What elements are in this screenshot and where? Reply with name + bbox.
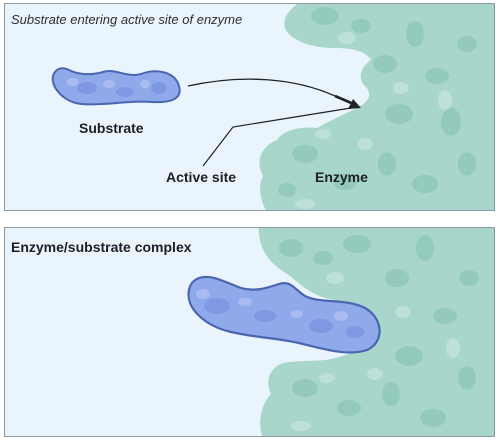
bottom-panel-illustration	[187, 228, 494, 436]
enzyme-shape	[259, 4, 494, 210]
bound-substrate-molecule	[187, 275, 381, 354]
top-panel-illustration	[51, 4, 494, 210]
active-site-leader-line	[202, 106, 358, 167]
substrate-label: Substrate	[79, 120, 144, 136]
bottom-panel-title: Enzyme/substrate complex	[11, 239, 192, 255]
active-site-label: Active site	[166, 169, 237, 185]
entry-arrow	[187, 78, 361, 109]
enzyme-label: Enzyme	[315, 169, 368, 185]
bottom-panel: Enzyme/substrate complex	[4, 227, 495, 437]
substrate-molecule	[51, 67, 181, 106]
top-panel: Substrate entering active site of enzyme…	[4, 3, 495, 211]
top-panel-title: Substrate entering active site of enzyme	[11, 12, 243, 27]
